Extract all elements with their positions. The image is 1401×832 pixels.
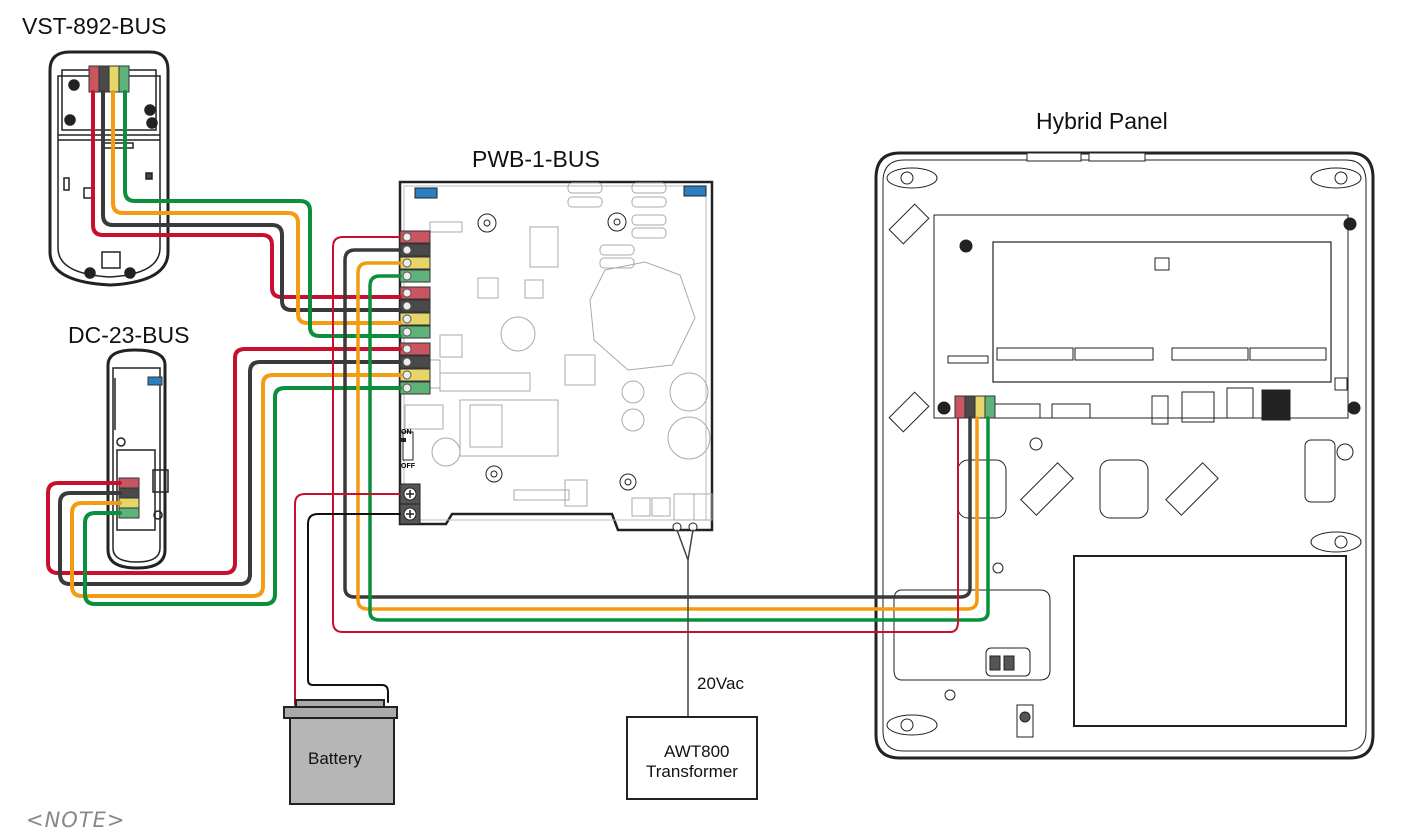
terminal-screw-icon [402,327,412,337]
vst-terminal-block [88,65,130,93]
dc-wire-yellow [70,373,402,598]
vst-892-bus-label: VST-892-BUS [22,13,167,39]
terminal-screw-icon [402,288,412,298]
pwb-battery-terminal [399,483,421,525]
panel-terminal-black [964,395,976,419]
terminal-screw-icon [402,357,412,367]
hybrid-panel-enclosure [874,151,1375,760]
panel-bus-terminal [954,395,996,419]
terminal-screw-icon [402,314,412,324]
vst-wire-yellow [111,90,402,325]
panel-terminal-red [954,395,966,419]
battery [283,699,398,805]
vst-terminal-green [118,65,130,93]
terminal-screw-icon [402,383,412,393]
panel-wire-yellow [356,261,979,611]
switch-off-label: OFF [401,463,416,470]
pwb-bus-terminals [399,230,431,395]
vst-wire-red [91,90,402,299]
hybrid-panel-label: Hybrid Panel [1036,108,1168,134]
terminal-screw-icon [402,232,412,242]
pwb-power-switch: ON OFF [400,429,416,470]
transformer-model-label: AWT800 [664,742,730,761]
terminal-screw-icon [402,301,412,311]
terminal-screw-icon [402,245,412,255]
vst-892-bus-device [48,50,170,287]
panel-terminal-yellow [974,395,986,419]
vst-terminal-yellow [108,65,120,93]
dc-23-bus-label: DC-23-BUS [68,322,190,348]
wires [46,90,990,718]
vst-wire-black [101,90,402,312]
battery-wire-black [307,513,401,703]
pwb-blue-terminal-left [414,187,438,199]
dc-wire-black [58,360,402,586]
pwb-blue-terminal-right [683,185,707,197]
battery-label: Battery [308,749,362,768]
vst-wire-green [123,90,402,338]
terminal-screw-icon [402,271,412,281]
vst-terminal-black [98,65,110,93]
switch-on-label: ON [401,429,412,436]
vst-terminal-red [88,65,100,93]
transformer-voltage-label: 20Vac [697,674,744,693]
transformer-wire [676,529,694,718]
terminal-screw-icon [402,344,412,354]
panel-wire-red [332,236,959,633]
transformer-box [626,716,758,800]
terminal-screw-icon [402,370,412,380]
battery-wire-red [294,493,401,706]
panel-wire-black [343,248,972,599]
transformer-type-label: Transformer [646,762,738,781]
dc-blue-terminal [147,376,163,386]
panel-terminal-green [984,395,996,419]
pwb-1-bus-board [398,180,714,532]
note-label: <NOTE> [26,808,126,832]
pwb-1-bus-label: PWB-1-BUS [472,146,600,172]
dc-terminal-block [118,477,140,519]
terminal-screw-icon [402,258,412,268]
panel-wire-green [368,274,990,622]
dc-23-bus-device [106,348,169,570]
dc-wire-green [83,386,402,606]
dc-wire-red [46,347,402,575]
